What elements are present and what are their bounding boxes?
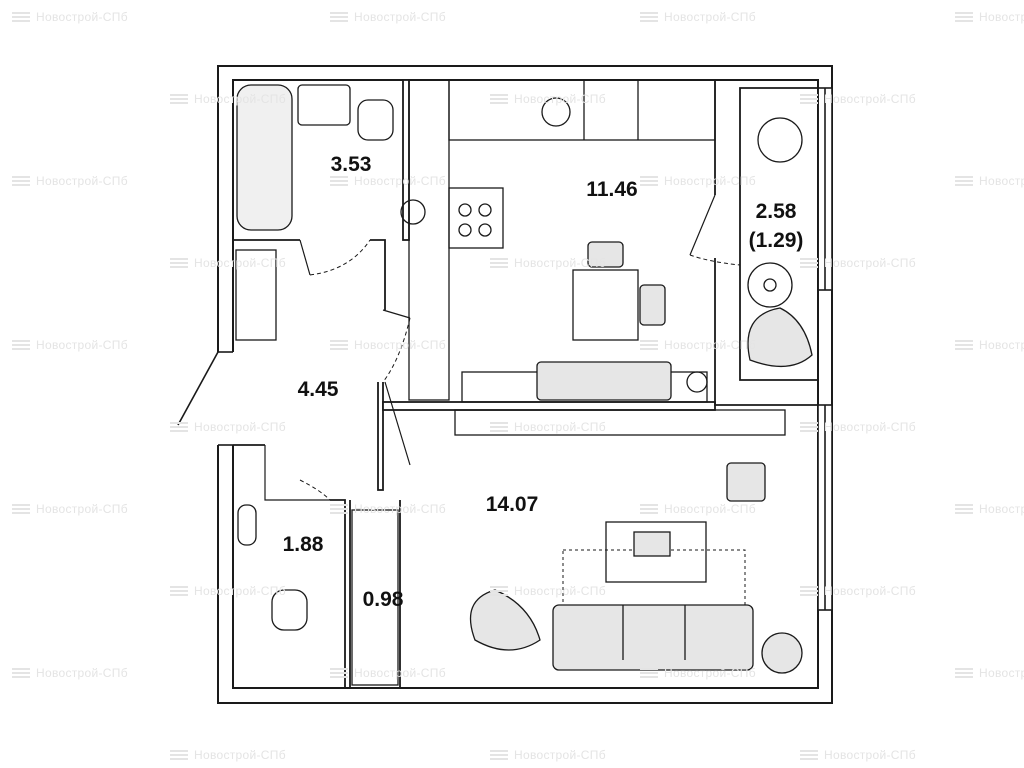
- kitchen-plant: [686, 371, 708, 393]
- washing-machine: [400, 199, 426, 225]
- entrance-door-leaf: [177, 351, 219, 426]
- sink: [297, 84, 351, 126]
- plant: [757, 117, 803, 163]
- hall-wardrobe: [235, 249, 277, 341]
- room-reduced-area-balcony: (1.29): [748, 229, 804, 252]
- toilet-sink: [237, 504, 257, 546]
- pouf: [726, 462, 766, 502]
- room-area-living-room: 14.07: [485, 493, 539, 516]
- room-area-bathroom: 3.53: [330, 153, 372, 176]
- room-area-hallway: 4.45: [297, 378, 339, 401]
- room-area-closet: 0.98: [362, 588, 404, 611]
- sofa: [552, 604, 754, 671]
- pet-bed: [761, 632, 803, 674]
- desk: [605, 521, 707, 583]
- balcony-chair: [747, 307, 813, 368]
- bathtub: [236, 84, 293, 231]
- laptop: [633, 531, 671, 557]
- toilet: [357, 99, 394, 141]
- furniture: [235, 79, 813, 686]
- armchair: [469, 589, 541, 651]
- kitchen-sofa: [536, 361, 672, 401]
- room-area-toilet: 1.88: [282, 533, 324, 556]
- room-area-kitchen: 11.46: [586, 178, 638, 201]
- wardrobe: [351, 509, 399, 686]
- dining-table: [572, 269, 639, 341]
- room-area-balcony: 2.58: [755, 200, 797, 223]
- side-table: [747, 262, 793, 308]
- stove-knob: [541, 97, 571, 127]
- wc: [271, 589, 308, 631]
